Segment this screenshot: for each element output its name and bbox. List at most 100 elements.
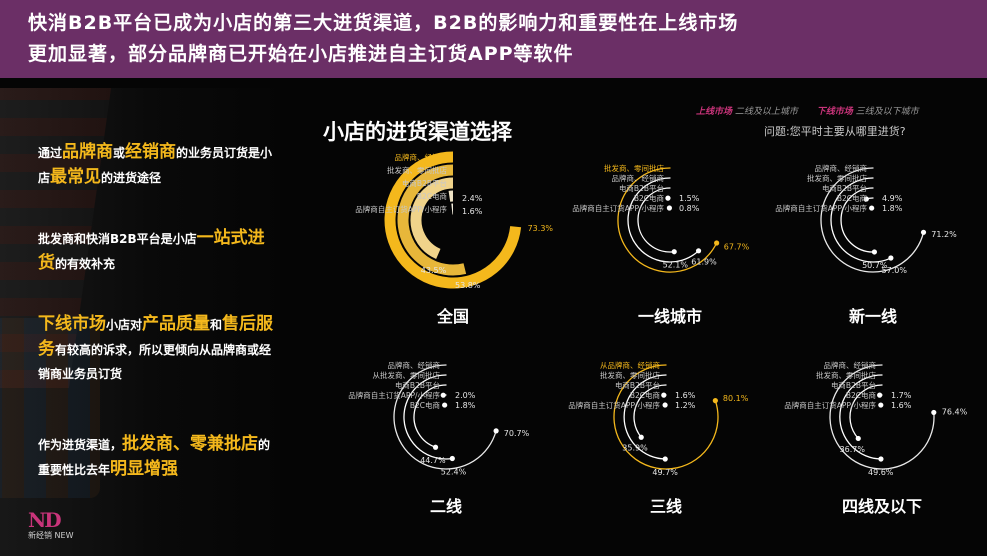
ring-end-dot [863,196,869,202]
value-label: 1.8% [882,204,903,213]
chart-title: 一线城市 [638,307,702,326]
ring-1 [613,364,719,470]
callout-text: 小店对 [106,318,143,332]
value-label: 52.4% [441,467,467,476]
ring-end-dot [714,240,720,246]
ring-end-dot [442,402,448,408]
ring-end-dot [878,456,884,462]
market-legend: 上线市场 二线及以上城市 下线市场 三线及以下城市 [696,104,935,117]
value-label: 43.5% [421,266,447,275]
category-label: 电商B2B平台 [831,380,876,390]
callout-text: 的进货途径 [101,171,162,185]
phone-screenshot-decoration-2 [0,318,100,498]
ring-end-dot [695,248,702,254]
ring-end-dot [869,205,875,211]
chart-main-title: 小店的进货渠道选择 [323,120,512,144]
category-label: 品牌商自主订货APP/小程序 [355,204,447,214]
category-label: 电商B2B平台 [619,183,664,193]
ring-end-dot [877,392,883,398]
callout-highlight: 批发商、零兼批店 [122,434,259,454]
category-label: 品牌商、经销商 [395,152,448,162]
category-label: 品牌商、经销商 [824,360,877,370]
category-label: B2C电商 [417,191,448,201]
header-title-line-1: 快消B2B平台已成为小店的第三大进货渠道，B2B的影响力和重要性在上线市场 [28,12,739,34]
value-label: 1.6% [891,401,912,410]
category-label: 电商B2B平台 [615,380,660,390]
value-label: 44.7% [420,456,446,465]
chart-5: 80.1%从品牌商、经销商49.7%批发商、零间批店35.9%电商B2B平台1.… [568,360,748,516]
value-label: 1.6% [462,207,483,216]
ring-end-dot [878,402,884,408]
ring-end-dot [871,249,878,255]
callout-text: 的业务员订货是小店 [38,146,273,185]
ring-3 [849,384,883,440]
category-label: 批发商、零间批店 [600,370,660,380]
callout-highlight: 售后服务 [38,314,274,359]
ring-2 [623,374,667,460]
logo-text: 新经销 NEW [28,531,74,540]
value-label: 1.2% [675,401,696,410]
category-label: 品牌商自主订货APP/小程序 [775,203,867,213]
callout-text: 批发商和快消B2B平台是小店 [38,232,197,246]
ring-end-dot [449,455,455,462]
callout-4: 作为进货渠道，批发商、零兼批店的重要性比去年明显增强 [38,432,278,482]
callout-highlight: 产品质量 [142,314,211,334]
ring-2 [403,374,453,460]
ring-end-dot [920,229,927,235]
ring-end-dot [638,434,644,440]
ring-end-dot [712,398,718,404]
value-label: 49.6% [868,468,894,477]
value-label: 35.9% [622,443,648,452]
ring-end-dot [888,255,894,261]
value-label: 52.1% [663,261,689,270]
chart-3: 71.2%品牌商、经销商57.0%批发商、零间批店50.7%电商B2B平台4.9… [775,163,957,326]
category-label: 电商B2B平台 [402,178,447,188]
value-label: 0.8% [679,204,700,213]
category-label: B2C电商 [634,193,665,203]
chart-2: 67.7%批发商、零间批店61.9%品牌商、经销商52.1%电商B2B平台1.5… [572,163,749,326]
category-label: 电商B2B平台 [822,183,867,193]
legend-lower-desc: 三线及以下城市 [855,107,919,117]
callout-text: 的有效补充 [55,257,116,271]
callout-highlight: 下线市场 [38,314,106,334]
ring-1 [393,364,497,470]
ring-3 [413,384,447,448]
left-panel [0,88,282,556]
legend-lower-name: 下线市场 [816,107,853,117]
value-label: 71.2% [931,230,957,239]
ring-2 [839,374,883,460]
value-label: 2.4% [462,194,483,203]
ring-2 [830,177,892,263]
value-label: 53.8% [455,281,481,290]
callout-text: 或 [113,146,126,160]
callout-text: 的重要性比去年 [38,438,271,477]
ring-1 [820,167,925,273]
ring-end-dot [662,456,668,462]
value-label: 1.7% [891,391,912,400]
callout-highlight: 经销商 [125,142,177,162]
callout-text: 作为进货渠道， [38,438,123,452]
value-label: 2.0% [455,391,476,400]
category-label: 批发商、零间批店 [604,163,664,173]
ring-3 [840,187,876,253]
value-label: 57.0% [882,266,908,275]
survey-question: 问题:您平时主要从哪里进货? [764,125,906,138]
brand-logo: ND 新经销 NEW [28,508,98,552]
chart-title: 二线 [430,497,462,516]
header-title-line-2: 更加显著，部分品牌商已开始在小店推进自主订货APP等软件 [28,43,574,65]
header-banner: 快消B2B平台已成为小店的第三大进货渠道，B2B的影响力和重要性在上线市场 更加… [0,0,987,78]
category-label: 从品牌商、经销商 [600,360,660,370]
callout-highlight: 最常见 [50,167,102,187]
chart-title: 全国 [436,307,469,326]
callout-1: 通过品牌商或经销商的业务员订货是小店最常见的进货途径 [38,140,278,190]
legend-upper-desc: 二线及以上城市 [734,107,798,117]
category-label: B2C电商 [837,193,868,203]
category-label: 品牌商自主订货APP/小程序 [568,400,660,410]
value-label: 50.7% [862,261,888,270]
chart-1: 73.3%品牌商、经销商53.8%批发商、零间批店43.5%电商B2B平台2.4… [355,151,553,326]
ring-end-dot [855,435,861,442]
ring-1 [384,151,522,289]
value-label: 80.1% [723,394,749,403]
category-label: 批发商、零间批店 [807,173,867,183]
value-label: 1.6% [675,391,696,400]
